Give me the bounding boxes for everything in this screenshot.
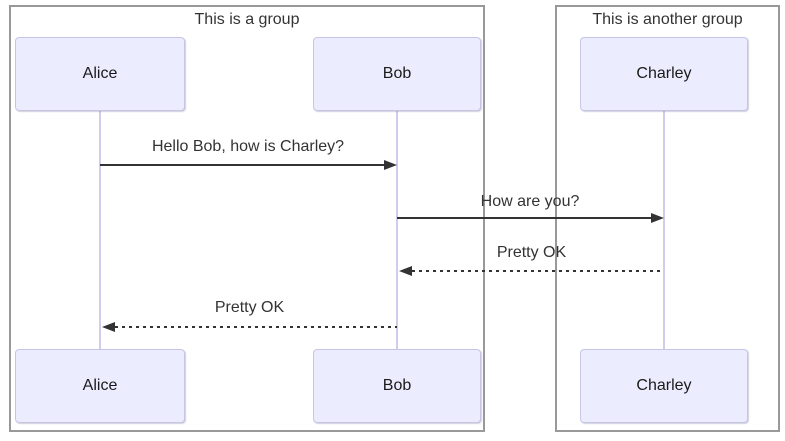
actor-charley-bottom: Charley [580,349,748,423]
message-label-3: Pretty OK [496,244,567,261]
lifeline-bob [396,111,398,349]
actor-charley-label: Charley [636,65,692,82]
actor-bob-bottom: Bob [313,349,481,423]
arrowhead-left-icon [399,266,412,276]
actor-bob-top: Bob [313,37,481,111]
actor-charley-top: Charley [580,37,748,111]
actor-bob-label: Bob [382,65,412,82]
message-label-1: Hello Bob, how is Charley? [151,138,345,155]
message-line-2 [397,217,651,219]
group-title-1: This is a group [194,11,300,28]
actor-bob-label: Bob [382,377,412,394]
message-line-4 [115,326,397,328]
actor-alice-label: Alice [82,377,118,394]
message-label-2: How are you? [480,193,580,210]
arrowhead-right-icon [651,213,664,223]
actor-alice-top: Alice [15,37,185,111]
actor-charley-label: Charley [636,377,692,394]
lifeline-alice [99,111,101,349]
actor-alice-bottom: Alice [15,349,185,423]
message-line-1 [100,164,384,166]
actor-alice-label: Alice [82,65,118,82]
message-line-3 [412,270,664,272]
message-label-4: Pretty OK [214,299,285,316]
lifeline-charley [663,111,665,349]
arrowhead-right-icon [384,160,397,170]
arrowhead-left-icon [102,322,115,332]
group-title-2: This is another group [592,11,743,28]
